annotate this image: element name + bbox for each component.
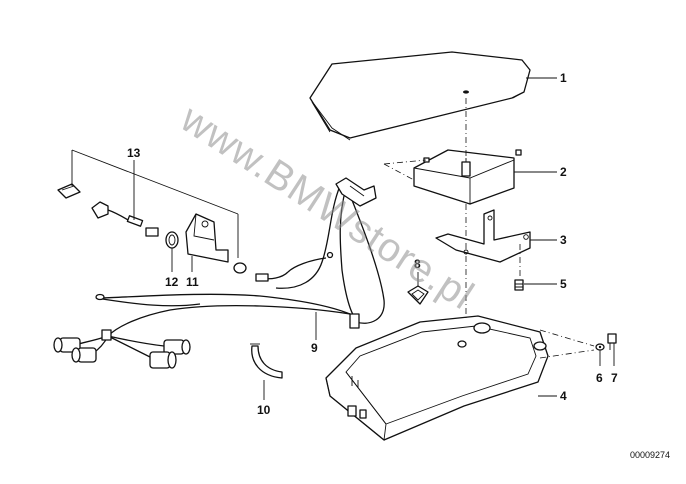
diagram-reference-number: 00009274 (630, 450, 670, 460)
callout-8: 8 (414, 257, 421, 271)
callout-2: 2 (560, 165, 567, 179)
callout-5: 5 (560, 277, 567, 291)
assembly-guide-lines (71, 98, 595, 359)
callout-3: 3 (560, 233, 567, 247)
part-13-switch-assembly[interactable] (57, 183, 159, 237)
callout-13: 13 (127, 146, 141, 160)
part-8-grommet[interactable] (407, 285, 429, 305)
harness-connector-d (149, 351, 177, 369)
callout-9: 9 (311, 341, 318, 355)
part-9-wiring-harness[interactable] (53, 177, 385, 369)
part-12-ring[interactable] (165, 231, 179, 249)
callout-4: 4 (560, 389, 567, 403)
callout-6: 6 (596, 371, 603, 385)
part-11-holder[interactable] (185, 213, 247, 274)
part-2-control-unit[interactable] (413, 149, 522, 205)
callout-7: 7 (611, 371, 618, 385)
callout-11: 11 (186, 275, 199, 289)
part-7-bolt[interactable] (607, 333, 617, 350)
callout-12: 12 (165, 275, 179, 289)
part-5-screw[interactable] (514, 279, 524, 291)
harness-connector-c (163, 339, 191, 355)
part-6-washer[interactable] (595, 343, 605, 351)
leader-lines (171, 77, 615, 400)
callout-1: 1 (560, 71, 567, 85)
watermark-text: www.BMWstore.pl (172, 96, 482, 318)
part-1-cover[interactable] (309, 51, 531, 141)
part-4-housing[interactable] (325, 315, 549, 441)
part-10-cable-strap[interactable] (250, 343, 283, 379)
callout-10: 10 (257, 403, 271, 417)
part-3-bracket[interactable] (435, 209, 531, 263)
harness-connector-b (71, 347, 97, 363)
